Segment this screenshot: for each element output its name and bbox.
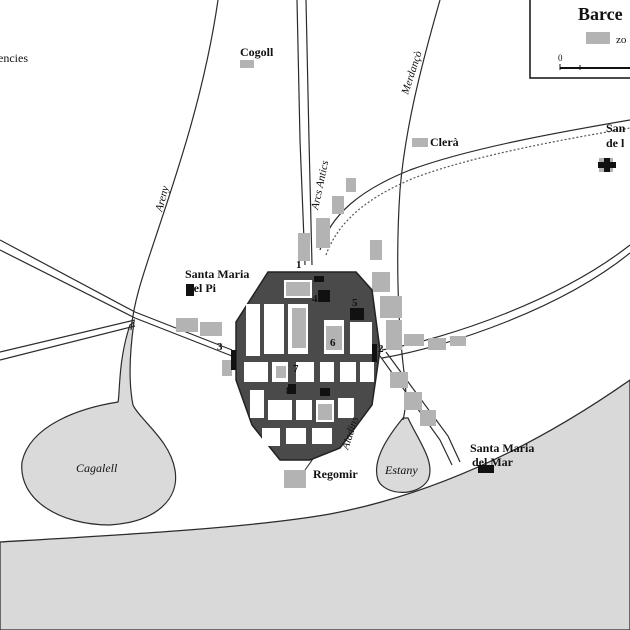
marker-8: 8: [286, 385, 292, 397]
marker-4: 4: [312, 293, 318, 305]
marker-7: 7: [293, 363, 299, 375]
marker-6: 6: [330, 337, 336, 349]
legend-title: Barce: [578, 4, 623, 24]
label-arcs-antics: Arcs Antics: [309, 159, 331, 211]
label-santa-maria-pi-2: del Pi: [187, 281, 217, 295]
road-west-b: [0, 249, 233, 357]
road-northeast-b: [325, 127, 630, 256]
label-santa-maria-mar-1: Santa Maria: [470, 441, 534, 455]
label-estany: Estany: [384, 463, 418, 477]
marker-3: 3: [217, 341, 223, 353]
city-grey-blocks: [276, 282, 342, 420]
areny-stream: [130, 0, 219, 331]
label-clera: Clerà: [430, 135, 459, 149]
road-northeast-a: [319, 119, 630, 251]
estany-pond: [376, 417, 431, 493]
legend-box: Barce zo 0: [529, 0, 630, 79]
sea: [0, 379, 630, 630]
landmarks: [186, 158, 616, 473]
label-santa-maria-pi-1: Santa Maria: [185, 267, 249, 281]
legend-zone-swatch: [586, 32, 610, 44]
legend-scale-zero: 0: [558, 53, 563, 63]
label-areny: Areny: [153, 185, 172, 214]
cagalell-lagoon: [21, 320, 177, 526]
label-cagalell: Cagalell: [76, 461, 118, 475]
roads: [0, 0, 630, 466]
road-east-b: [381, 252, 630, 359]
label-regomir: Regomir: [313, 467, 358, 481]
marker-2: 2: [378, 343, 384, 355]
marker-1: 1: [296, 259, 302, 271]
road-arcs-antics-b: [305, 0, 313, 266]
road-west-a: [0, 239, 233, 351]
built-zones: [176, 42, 613, 488]
road-arcs-antics-a: [296, 0, 306, 266]
label-valencies: encies: [0, 51, 28, 65]
marker-5: 5: [352, 297, 358, 309]
label-sant-a: San: [606, 121, 626, 135]
label-cogoll: Cogoll: [240, 45, 274, 59]
label-santa-maria-mar-2: del Mar: [472, 455, 514, 469]
road-southwest-a: [0, 319, 136, 353]
label-sant-b: de l: [606, 136, 625, 150]
legend-zone-label: zo: [616, 34, 627, 46]
road-southwest-b: [0, 325, 136, 361]
